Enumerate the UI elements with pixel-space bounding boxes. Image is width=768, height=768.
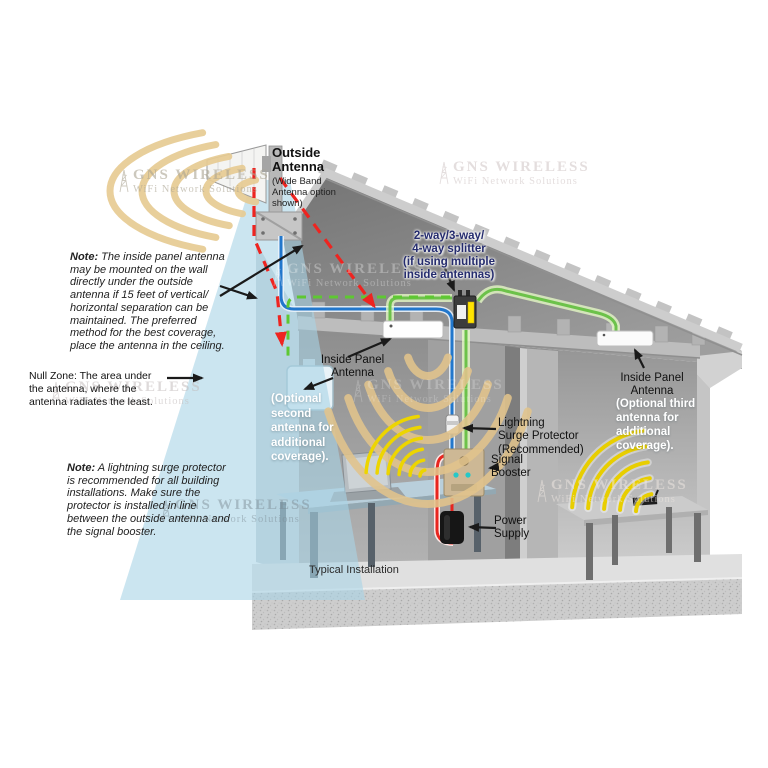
table-wifi-arcs	[570, 428, 738, 596]
arrow-to-power-supply	[468, 522, 497, 532]
slab-front	[252, 578, 742, 630]
arrow-to-splitter	[442, 265, 456, 292]
fascia-edge-line	[325, 178, 743, 356]
arrow-to-right-antenna	[634, 348, 645, 369]
inside-panel-antenna-right	[596, 330, 654, 347]
laptop-wifi-arcs	[364, 414, 488, 538]
booster-led	[453, 472, 459, 478]
signal-path-to-optional-antenna	[252, 168, 287, 347]
device-antenna	[654, 489, 659, 498]
antenna-clamp	[262, 156, 271, 172]
outdoor-gold-signal-arcs	[106, 123, 430, 259]
right-table-top	[556, 496, 708, 520]
power-supply	[440, 511, 464, 544]
mount-brace	[255, 211, 303, 241]
green-cable-to-right-antenna	[476, 287, 618, 338]
label-arrows	[167, 244, 645, 532]
note1-arrow-to-wall	[219, 284, 258, 300]
red-dashed-signal-paths	[252, 168, 376, 347]
blue-coax-cable	[279, 236, 454, 452]
cables	[278, 236, 620, 546]
green-dashed-optional-cable	[286, 295, 450, 360]
null-zone-cone	[120, 180, 365, 600]
arrow-to-left-antenna	[347, 337, 392, 359]
inside-panel-antenna-left	[382, 320, 444, 339]
divider-wall-edge	[520, 348, 527, 571]
arrow-to-optional-antenna	[303, 376, 334, 391]
bracket-bolts	[261, 217, 297, 235]
indoor-gold-signal-arcs	[314, 180, 542, 508]
splitter	[453, 290, 477, 329]
right-table-legs	[586, 507, 701, 580]
right-eave	[697, 351, 742, 388]
right-room-back-wall	[558, 350, 697, 575]
fascia-band	[322, 167, 743, 353]
ceiling-beam-shadow	[297, 329, 701, 359]
booster-led	[465, 472, 471, 478]
right-table	[556, 489, 708, 580]
outside-antenna	[206, 144, 303, 241]
signal-path-to-inside-antenna	[278, 177, 376, 309]
note1-arrow-to-bracket	[219, 244, 304, 297]
divider-wall	[520, 348, 558, 575]
splitter-connector	[467, 301, 475, 324]
arrow-to-booster	[488, 462, 500, 472]
arrow-to-surge-protector	[462, 423, 497, 433]
splitter-label-sticker	[457, 305, 466, 319]
